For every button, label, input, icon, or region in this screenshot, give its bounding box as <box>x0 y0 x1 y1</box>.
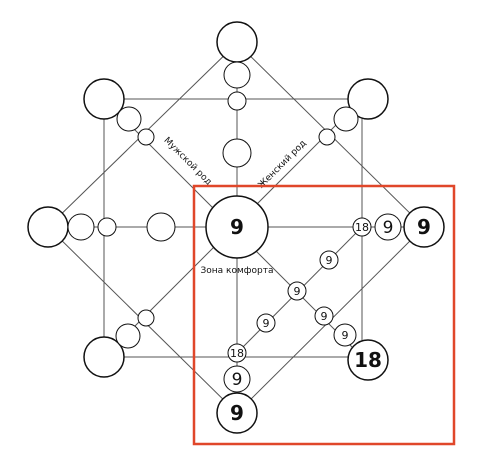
right-axis-value-1: 18 <box>355 221 369 234</box>
comfort-zone-label: Зона комфорта <box>201 266 274 276</box>
female-line-label: Женский род <box>257 139 309 191</box>
center-position <box>205 195 269 259</box>
right-axis-position-1 <box>352 217 372 237</box>
bottom-right-position <box>347 339 389 381</box>
top-right-position-2 <box>333 106 359 132</box>
top-left-position <box>83 78 125 120</box>
highlight-frame <box>192 184 456 446</box>
center-number: 9 <box>230 215 244 239</box>
bottom-left-position-2 <box>115 323 141 349</box>
left-position-2 <box>67 213 95 241</box>
inner-position-4 <box>314 306 334 326</box>
bottom-axis-position-2 <box>223 365 251 393</box>
top-left-position-3 <box>137 128 155 146</box>
inner-position-1 <box>319 250 339 270</box>
top-right-position <box>347 78 389 120</box>
bottom-right-number: 18 <box>354 348 382 372</box>
inner-value-5: 9 <box>342 329 349 342</box>
inner-value-2: 9 <box>294 285 301 298</box>
bottom-left-position-3 <box>137 309 155 327</box>
bottom-corner-number: 9 <box>230 401 244 425</box>
left-position <box>27 206 69 248</box>
right-corner-position <box>403 206 445 248</box>
top-position-4 <box>222 138 252 168</box>
inner-value-3: 9 <box>263 317 270 330</box>
left-position-3 <box>97 217 117 237</box>
inner-position-3 <box>256 313 276 333</box>
right-axis-value-2: 9 <box>383 218 394 238</box>
top-position-2 <box>223 61 251 89</box>
inner-value-1: 9 <box>326 254 333 267</box>
inner-position-5 <box>333 323 357 347</box>
right-corner-number: 9 <box>417 215 431 239</box>
left-position-4 <box>146 212 176 242</box>
bottom-corner-position <box>216 392 258 434</box>
inner-position-2 <box>287 281 307 301</box>
top-position <box>216 21 258 63</box>
bottom-axis-value-2: 9 <box>232 370 243 390</box>
bottom-left-position <box>83 336 125 378</box>
bottom-axis-value-1: 18 <box>230 347 244 360</box>
male-line-label: Мужской род <box>162 136 214 188</box>
inner-value-4: 9 <box>321 310 328 323</box>
top-left-position-2 <box>116 106 142 132</box>
top-right-position-3 <box>318 128 336 146</box>
bottom-axis-position-1 <box>227 343 247 363</box>
right-axis-position-2 <box>374 213 402 241</box>
top-position-3 <box>227 91 247 111</box>
empty-positions <box>27 21 389 378</box>
